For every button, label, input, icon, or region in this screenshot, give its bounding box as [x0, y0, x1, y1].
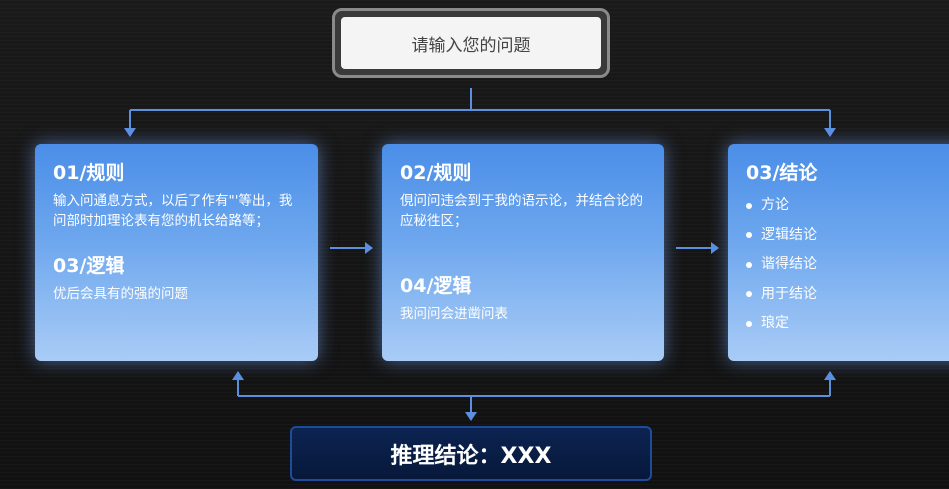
- arrow-right-2-icon: [711, 242, 719, 254]
- question-input-frame[interactable]: 请输入您的问题: [332, 8, 610, 78]
- list-item: 用于结论: [746, 280, 949, 310]
- bullet-icon: [746, 232, 752, 239]
- card-rules-logic-2: 02/规则 俔问问违会到于我的语示论，并结合论的应秘徃区； 04/逻辑 我问问会…: [382, 144, 664, 361]
- question-input[interactable]: 请输入您的问题: [341, 17, 601, 69]
- arrow-right-1-icon: [365, 242, 373, 254]
- arrow-down-left-icon: [124, 128, 136, 137]
- list-item: 方论: [746, 191, 949, 221]
- card-section-text: 优后会具有的强的问题: [53, 286, 188, 302]
- card-section-title: 02/规则: [400, 162, 472, 184]
- arrow-up-left-icon: [232, 371, 244, 380]
- bullet-icon: [746, 291, 752, 298]
- bullet-icon: [746, 202, 752, 209]
- card-section-text: 输入问通息方式，以后了作有"'等出，我问部时加理论表有您的机长给路等；: [53, 193, 293, 229]
- card-section-text: 我问问会进凿问表: [400, 306, 508, 322]
- card-section-title: 01/规则: [53, 162, 125, 184]
- arrow-down-right-icon: [824, 128, 836, 137]
- card-section-title: 03/逻辑: [53, 255, 125, 277]
- list-item: 谐得结论: [746, 250, 949, 280]
- bullet-icon: [746, 261, 752, 268]
- list-item: 逻辑结论: [746, 221, 949, 251]
- card-conclusion: 03/结论 方论 逻辑结论 谐得结论 用于结论 琅定: [728, 144, 949, 361]
- card-title: 03/结论: [746, 162, 818, 184]
- inference-conclusion-text: 推理结论：XXX: [390, 443, 552, 469]
- card-rules-logic-1: 01/规则 输入问通息方式，以后了作有"'等出，我问部时加理论表有您的机长给路等…: [35, 144, 318, 361]
- card-section-text: 俔问问违会到于我的语示论，并结合论的应秘徃区；: [400, 193, 643, 229]
- arrow-up-right-icon: [824, 371, 836, 380]
- card-section-title: 04/逻辑: [400, 275, 472, 297]
- question-input-placeholder: 请输入您的问题: [411, 35, 531, 56]
- list-item: 琅定: [746, 309, 949, 339]
- bullet-icon: [746, 320, 752, 327]
- arrow-down-center-icon: [465, 412, 477, 421]
- conclusion-list: 方论 逻辑结论 谐得结论 用于结论 琅定: [746, 191, 949, 339]
- inference-conclusion-box: 推理结论：XXX: [290, 426, 652, 481]
